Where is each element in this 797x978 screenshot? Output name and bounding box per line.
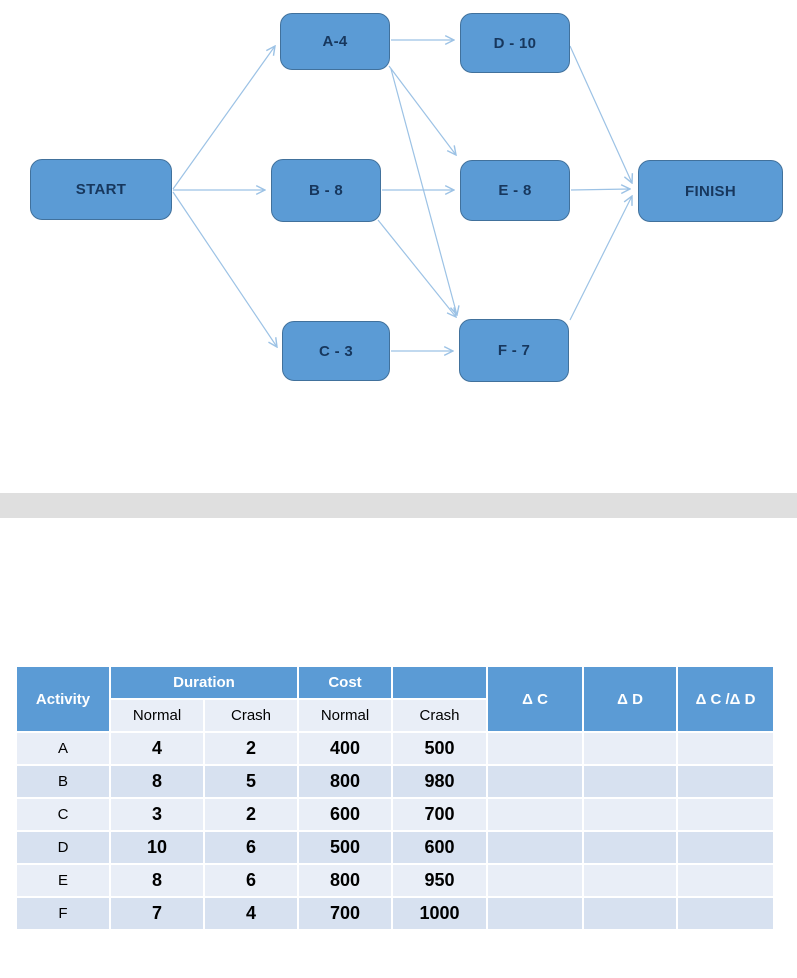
node-c: C - 3 bbox=[282, 321, 390, 381]
cell-crash-cost: 600 bbox=[391, 830, 489, 865]
cell-delta-ratio bbox=[676, 863, 776, 898]
crash-cost-table: Activity Duration Cost Δ C Δ D Δ C /Δ D … bbox=[15, 665, 776, 931]
node-a: A-4 bbox=[280, 13, 390, 70]
node-start: START bbox=[30, 159, 172, 220]
table-header-row-main: Activity Duration Cost Δ C Δ D Δ C /Δ D bbox=[15, 665, 776, 733]
edge-b-f bbox=[377, 219, 456, 317]
cell-normal-duration: 4 bbox=[109, 731, 205, 766]
cell-normal-cost: 400 bbox=[297, 731, 394, 766]
cell-delta-c bbox=[486, 797, 585, 832]
col-header-delta-c: Δ C bbox=[486, 665, 585, 733]
cell-delta-c bbox=[486, 764, 585, 799]
col-header-blank bbox=[391, 665, 489, 700]
node-finish: FINISH bbox=[638, 160, 783, 222]
cell-activity: D bbox=[15, 830, 111, 865]
cell-normal-duration: 8 bbox=[109, 863, 205, 898]
col-header-delta-c-over-d: Δ C /Δ D bbox=[676, 665, 776, 733]
edge-start-a bbox=[172, 46, 275, 190]
network-diagram: START A-4 B - 8 C - 3 D - 10 E - 8 F - 7 FINISH bbox=[0, 0, 797, 465]
node-b: B - 8 bbox=[271, 159, 381, 222]
table-header-row-sub: Normal Crash Normal Crash bbox=[16, 698, 774, 733]
cell-delta-ratio bbox=[676, 830, 776, 865]
col-header-duration: Duration bbox=[108, 665, 300, 700]
cell-delta-c bbox=[486, 896, 585, 931]
cell-crash-cost: 500 bbox=[391, 731, 489, 766]
cell-normal-duration: 7 bbox=[109, 896, 205, 931]
cell-delta-d bbox=[582, 863, 679, 898]
cell-delta-d bbox=[582, 797, 679, 832]
cell-activity: C bbox=[15, 797, 111, 832]
cell-normal-cost: 700 bbox=[297, 896, 394, 931]
divider-bar bbox=[0, 493, 797, 518]
cell-crash-cost: 980 bbox=[391, 764, 489, 799]
edge-a-f bbox=[390, 68, 457, 315]
cell-crash-duration: 4 bbox=[202, 896, 300, 931]
edge-f-finish bbox=[569, 196, 632, 321]
cell-delta-d bbox=[582, 731, 679, 766]
cell-delta-ratio bbox=[676, 731, 776, 766]
cell-delta-d bbox=[582, 764, 679, 799]
cell-delta-ratio bbox=[676, 896, 776, 931]
cell-crash-duration: 2 bbox=[202, 731, 300, 766]
node-d: D - 10 bbox=[460, 13, 570, 73]
edge-e-finish bbox=[570, 189, 630, 190]
subheader-crash-duration: Crash bbox=[202, 698, 300, 733]
cell-crash-duration: 2 bbox=[202, 797, 300, 832]
cell-delta-c bbox=[486, 863, 585, 898]
cell-delta-c bbox=[486, 830, 585, 865]
edge-a-e bbox=[388, 65, 456, 155]
cell-normal-duration: 8 bbox=[109, 764, 205, 799]
cell-activity: B bbox=[15, 764, 111, 799]
cell-activity: A bbox=[15, 731, 111, 766]
cell-delta-d bbox=[582, 830, 679, 865]
col-header-activity: Activity bbox=[15, 665, 111, 733]
cell-normal-cost: 800 bbox=[297, 863, 394, 898]
cell-crash-duration: 5 bbox=[202, 764, 300, 799]
edge-d-finish bbox=[569, 45, 632, 183]
cell-delta-ratio bbox=[676, 764, 776, 799]
cell-delta-ratio bbox=[676, 797, 776, 832]
cell-activity: F bbox=[15, 896, 111, 931]
col-header-delta-d: Δ D bbox=[582, 665, 679, 733]
cell-crash-cost: 950 bbox=[391, 863, 489, 898]
cell-delta-c bbox=[486, 731, 585, 766]
cell-normal-cost: 600 bbox=[297, 797, 394, 832]
node-e: E - 8 bbox=[460, 160, 570, 221]
subheader-normal-duration: Normal bbox=[109, 698, 205, 733]
cell-crash-duration: 6 bbox=[202, 830, 300, 865]
cell-normal-cost: 500 bbox=[297, 830, 394, 865]
subheader-normal-cost: Normal bbox=[297, 698, 394, 733]
edges-layer bbox=[172, 0, 797, 465]
cell-crash-cost: 1000 bbox=[391, 896, 489, 931]
cell-normal-duration: 3 bbox=[109, 797, 205, 832]
cell-activity: E bbox=[15, 863, 111, 898]
cell-crash-cost: 700 bbox=[391, 797, 489, 832]
col-header-cost: Cost bbox=[297, 665, 394, 700]
cell-crash-duration: 6 bbox=[202, 863, 300, 898]
cell-normal-duration: 10 bbox=[109, 830, 205, 865]
edge-start-c bbox=[172, 191, 277, 347]
subheader-crash-cost: Crash bbox=[391, 698, 489, 733]
node-f: F - 7 bbox=[459, 319, 569, 382]
cell-normal-cost: 800 bbox=[297, 764, 394, 799]
cell-delta-d bbox=[582, 896, 679, 931]
